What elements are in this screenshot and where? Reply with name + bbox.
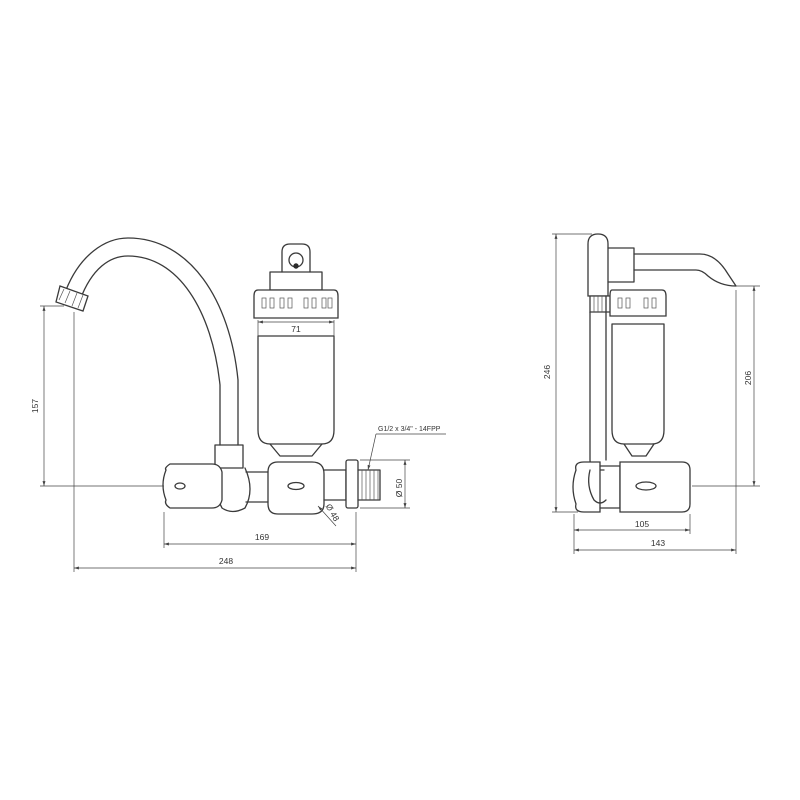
valve-body <box>162 444 381 515</box>
thread-callout: G1/2 x 3/4" - 14FPP <box>367 426 446 471</box>
spout <box>55 237 239 446</box>
side-filter <box>609 289 667 457</box>
vent-slots <box>261 297 333 309</box>
dim-105: 105 <box>573 514 691 554</box>
dim-50-label: Ø 50 <box>394 479 404 498</box>
aerator-tip <box>55 285 89 312</box>
side-aerator <box>589 295 613 313</box>
dim-48-label: Ø 48 <box>324 502 342 523</box>
dim-206: 206 <box>692 285 760 487</box>
right-knob <box>267 461 325 515</box>
dim-105-label: 105 <box>635 519 649 529</box>
left-knob <box>162 463 223 509</box>
thread <box>361 470 379 500</box>
dim-169: 169 <box>163 512 357 548</box>
side-spout <box>587 233 737 471</box>
dim-246: 246 <box>542 233 592 513</box>
side-view: 246 206 105 143 <box>542 233 760 554</box>
dim-71-label: 71 <box>291 324 301 334</box>
wall-flange <box>345 459 359 509</box>
dim-246-label: 246 <box>542 365 552 379</box>
dim-157-label: 157 <box>30 399 40 413</box>
dim-50: Ø 50 <box>360 459 410 509</box>
dim-143-label: 143 <box>651 538 665 548</box>
side-left-knob <box>572 461 601 513</box>
dim-248-label: 248 <box>219 556 233 566</box>
thread-label: G1/2 x 3/4" - 14FPP <box>378 426 441 433</box>
dim-248: 248 <box>73 312 357 572</box>
dim-143: 143 <box>574 290 737 554</box>
filter-cartridge <box>253 243 339 457</box>
side-body <box>572 461 691 513</box>
dim-206-label: 206 <box>743 371 753 385</box>
dim-71: 71 <box>257 320 335 338</box>
front-view: 157 71 169 248 Ø 50 Ø 48 <box>30 237 446 572</box>
dim-169-label: 169 <box>255 532 269 542</box>
dim-157: 157 <box>30 305 164 487</box>
